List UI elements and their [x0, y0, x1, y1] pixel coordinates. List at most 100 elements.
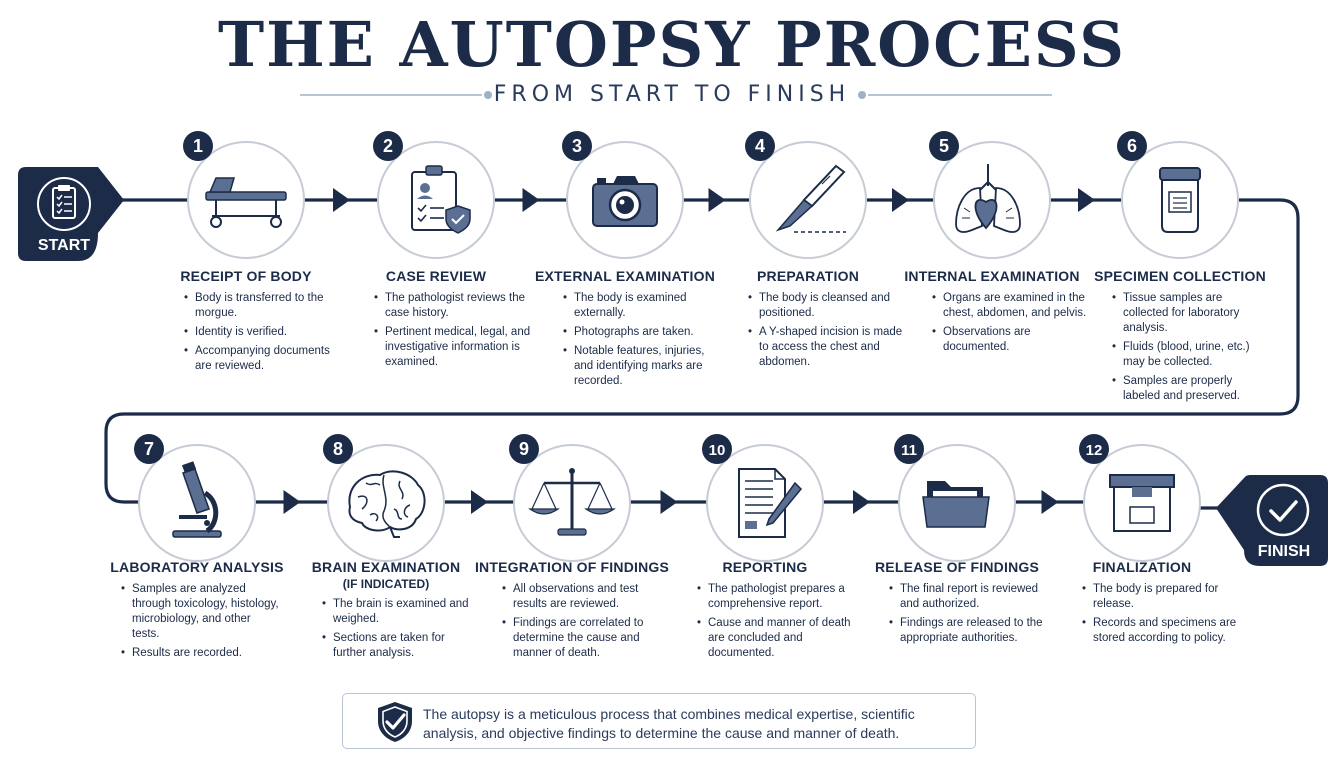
step-number-badge — [373, 131, 403, 161]
arrow-head — [708, 188, 726, 212]
arrow-head — [1078, 188, 1095, 212]
step-bullets: The brain is examined and weighed.Sectio… — [286, 597, 480, 661]
step-bullet: All observations and test results are re… — [502, 582, 660, 612]
step-number-badge — [1079, 434, 1109, 464]
step-bullet: The brain is examined and weighed. — [322, 597, 480, 627]
step-number-badge — [509, 434, 539, 464]
step-number-badge — [562, 131, 592, 161]
step-title: EXTERNAL EXAMINATION — [534, 268, 716, 284]
step-block: INTERNAL EXAMINATION Organs are examined … — [892, 268, 1092, 359]
step-block: BRAIN EXAMINATION(IF INDICATED)The brain… — [286, 559, 486, 665]
step-number: 10 — [709, 442, 726, 459]
step-title: SPECIMEN COLLECTION — [1094, 268, 1266, 284]
subtitle-rule-dot — [484, 91, 492, 99]
arrow-head — [333, 188, 350, 212]
arrow-head — [1041, 490, 1059, 514]
step-bullet: Photographs are taken. — [563, 325, 721, 340]
step-bullet: The final report is reviewed and authori… — [889, 582, 1047, 612]
shield-check-icon — [378, 702, 412, 742]
step-bullet: Pertinent medical, legal, and investigat… — [374, 325, 532, 370]
step-bullet: The pathologist prepares a comprehensive… — [697, 582, 855, 612]
step-number: 8 — [333, 439, 343, 459]
step-bullet: A Y-shaped incision is made to access th… — [748, 325, 906, 370]
step-bullets: The pathologist prepares a comprehensive… — [665, 582, 855, 661]
step-bullet: The body is prepared for release. — [1082, 582, 1240, 612]
step-title: CASE REVIEW — [385, 268, 487, 284]
finish-label: FINISH — [1258, 543, 1310, 560]
step-block: FINALIZATIONThe body is prepared for rel… — [1042, 559, 1242, 650]
step-bullets: All observations and test results are re… — [472, 582, 660, 661]
step-number-badge — [745, 131, 775, 161]
step-bullet: Findings are released to the appropriate… — [889, 616, 1047, 646]
finish-badge — [1216, 475, 1328, 566]
step-block: INTEGRATION OF FINDINGS All observations … — [472, 559, 672, 665]
step-bullets: The pathologist reviews the case history… — [336, 291, 532, 370]
start-label: START — [38, 237, 90, 254]
step-bullet: Notable features, injuries, and identify… — [563, 344, 721, 389]
gurney-icon — [205, 177, 287, 228]
step-number: 3 — [572, 136, 582, 156]
step-bullets: The body is examined externally. Photogra… — [525, 291, 721, 389]
scalpel-icon — [775, 164, 846, 233]
clipboard-shield-icon — [411, 165, 471, 234]
arrow-head — [471, 490, 488, 514]
step-number: 9 — [519, 439, 529, 459]
scales-icon — [528, 468, 616, 536]
arrow-head — [853, 490, 870, 514]
step-bullets: The body is cleansed and positioned. A Y-… — [708, 291, 906, 370]
arrow-head — [892, 188, 909, 212]
step-bullets: Body is transferred to the morgue. Identi… — [146, 291, 342, 374]
step-title: INTEGRATION OF FINDINGS — [474, 559, 670, 575]
step-number: 4 — [755, 136, 765, 156]
step-block: REPORTING The pathologist prepares a comp… — [665, 559, 865, 665]
step-title: RELEASE OF FINDINGS — [874, 559, 1040, 575]
step-bullets: Tissue samples are collected for laborat… — [1080, 291, 1270, 404]
footer-note-text: The autopsy is a meticulous process that… — [423, 706, 915, 741]
step-title: PREPARATION — [756, 268, 860, 284]
finish-badge-ring — [1256, 483, 1310, 537]
step-block: LABORATORY ANALYSISSamples are analyzed … — [97, 559, 297, 665]
step-bullet: Accompanying documents are reviewed. — [184, 344, 342, 374]
step-bullet: Cause and manner of death are concluded … — [697, 616, 855, 661]
step-number-badge — [929, 131, 959, 161]
arrow-head — [660, 490, 678, 514]
step-bullet: The pathologist reviews the case history… — [374, 291, 532, 321]
step-bullet: Samples are analyzed through toxicology,… — [121, 582, 279, 642]
step-number: 5 — [939, 136, 949, 156]
step-number-badge — [702, 434, 732, 464]
step-block: RELEASE OF FINDINGS The final report is r… — [857, 559, 1057, 650]
step-number-badge — [1117, 131, 1147, 161]
step-bullet: Organs are examined in the chest, abdome… — [932, 291, 1090, 321]
step-block: RECEIPT OF BODY Body is transferred to th… — [146, 268, 346, 378]
connector-line — [104, 198, 1300, 504]
footer-note: The autopsy is a meticulous process that… — [342, 693, 976, 749]
step-number: 2 — [383, 136, 393, 156]
step-title: REPORTING — [722, 559, 808, 575]
step-block: CASE REVIEW The pathologist reviews the c… — [336, 268, 536, 374]
start-badge-ring — [37, 177, 91, 231]
step-bullet: Identity is verified. — [184, 325, 342, 340]
subtitle-rule-dot — [858, 91, 866, 99]
step-title: RECEIPT OF BODY — [180, 268, 312, 284]
folder-icon — [922, 481, 990, 528]
step-bullet: The body is cleansed and positioned. — [748, 291, 906, 321]
step-bullet: Tissue samples are collected for laborat… — [1112, 291, 1270, 336]
step-title: INTERNAL EXAMINATION — [904, 268, 1080, 284]
step-bullet: The body is examined externally. — [563, 291, 721, 321]
step-bullets: The final report is reviewed and authori… — [857, 582, 1047, 646]
start-badge — [18, 167, 124, 261]
report-pen-icon — [738, 468, 803, 538]
step-number-badge — [183, 131, 213, 161]
page-title: THE AUTOPSY PROCESS — [217, 8, 1127, 81]
step-bullet: Body is transferred to the morgue. — [184, 291, 342, 321]
step-bullet: Fluids (blood, urine, etc.) may be colle… — [1112, 340, 1270, 370]
step-number-badge — [894, 434, 924, 464]
step-bullets: The body is prepared for release.Records… — [1042, 582, 1240, 646]
step-number-badge — [134, 434, 164, 464]
step-number: 7 — [144, 439, 154, 459]
microscope-icon — [172, 461, 222, 538]
step-number-badge — [323, 434, 353, 464]
step-number: 1 — [193, 136, 203, 156]
arrow-head — [522, 188, 540, 212]
